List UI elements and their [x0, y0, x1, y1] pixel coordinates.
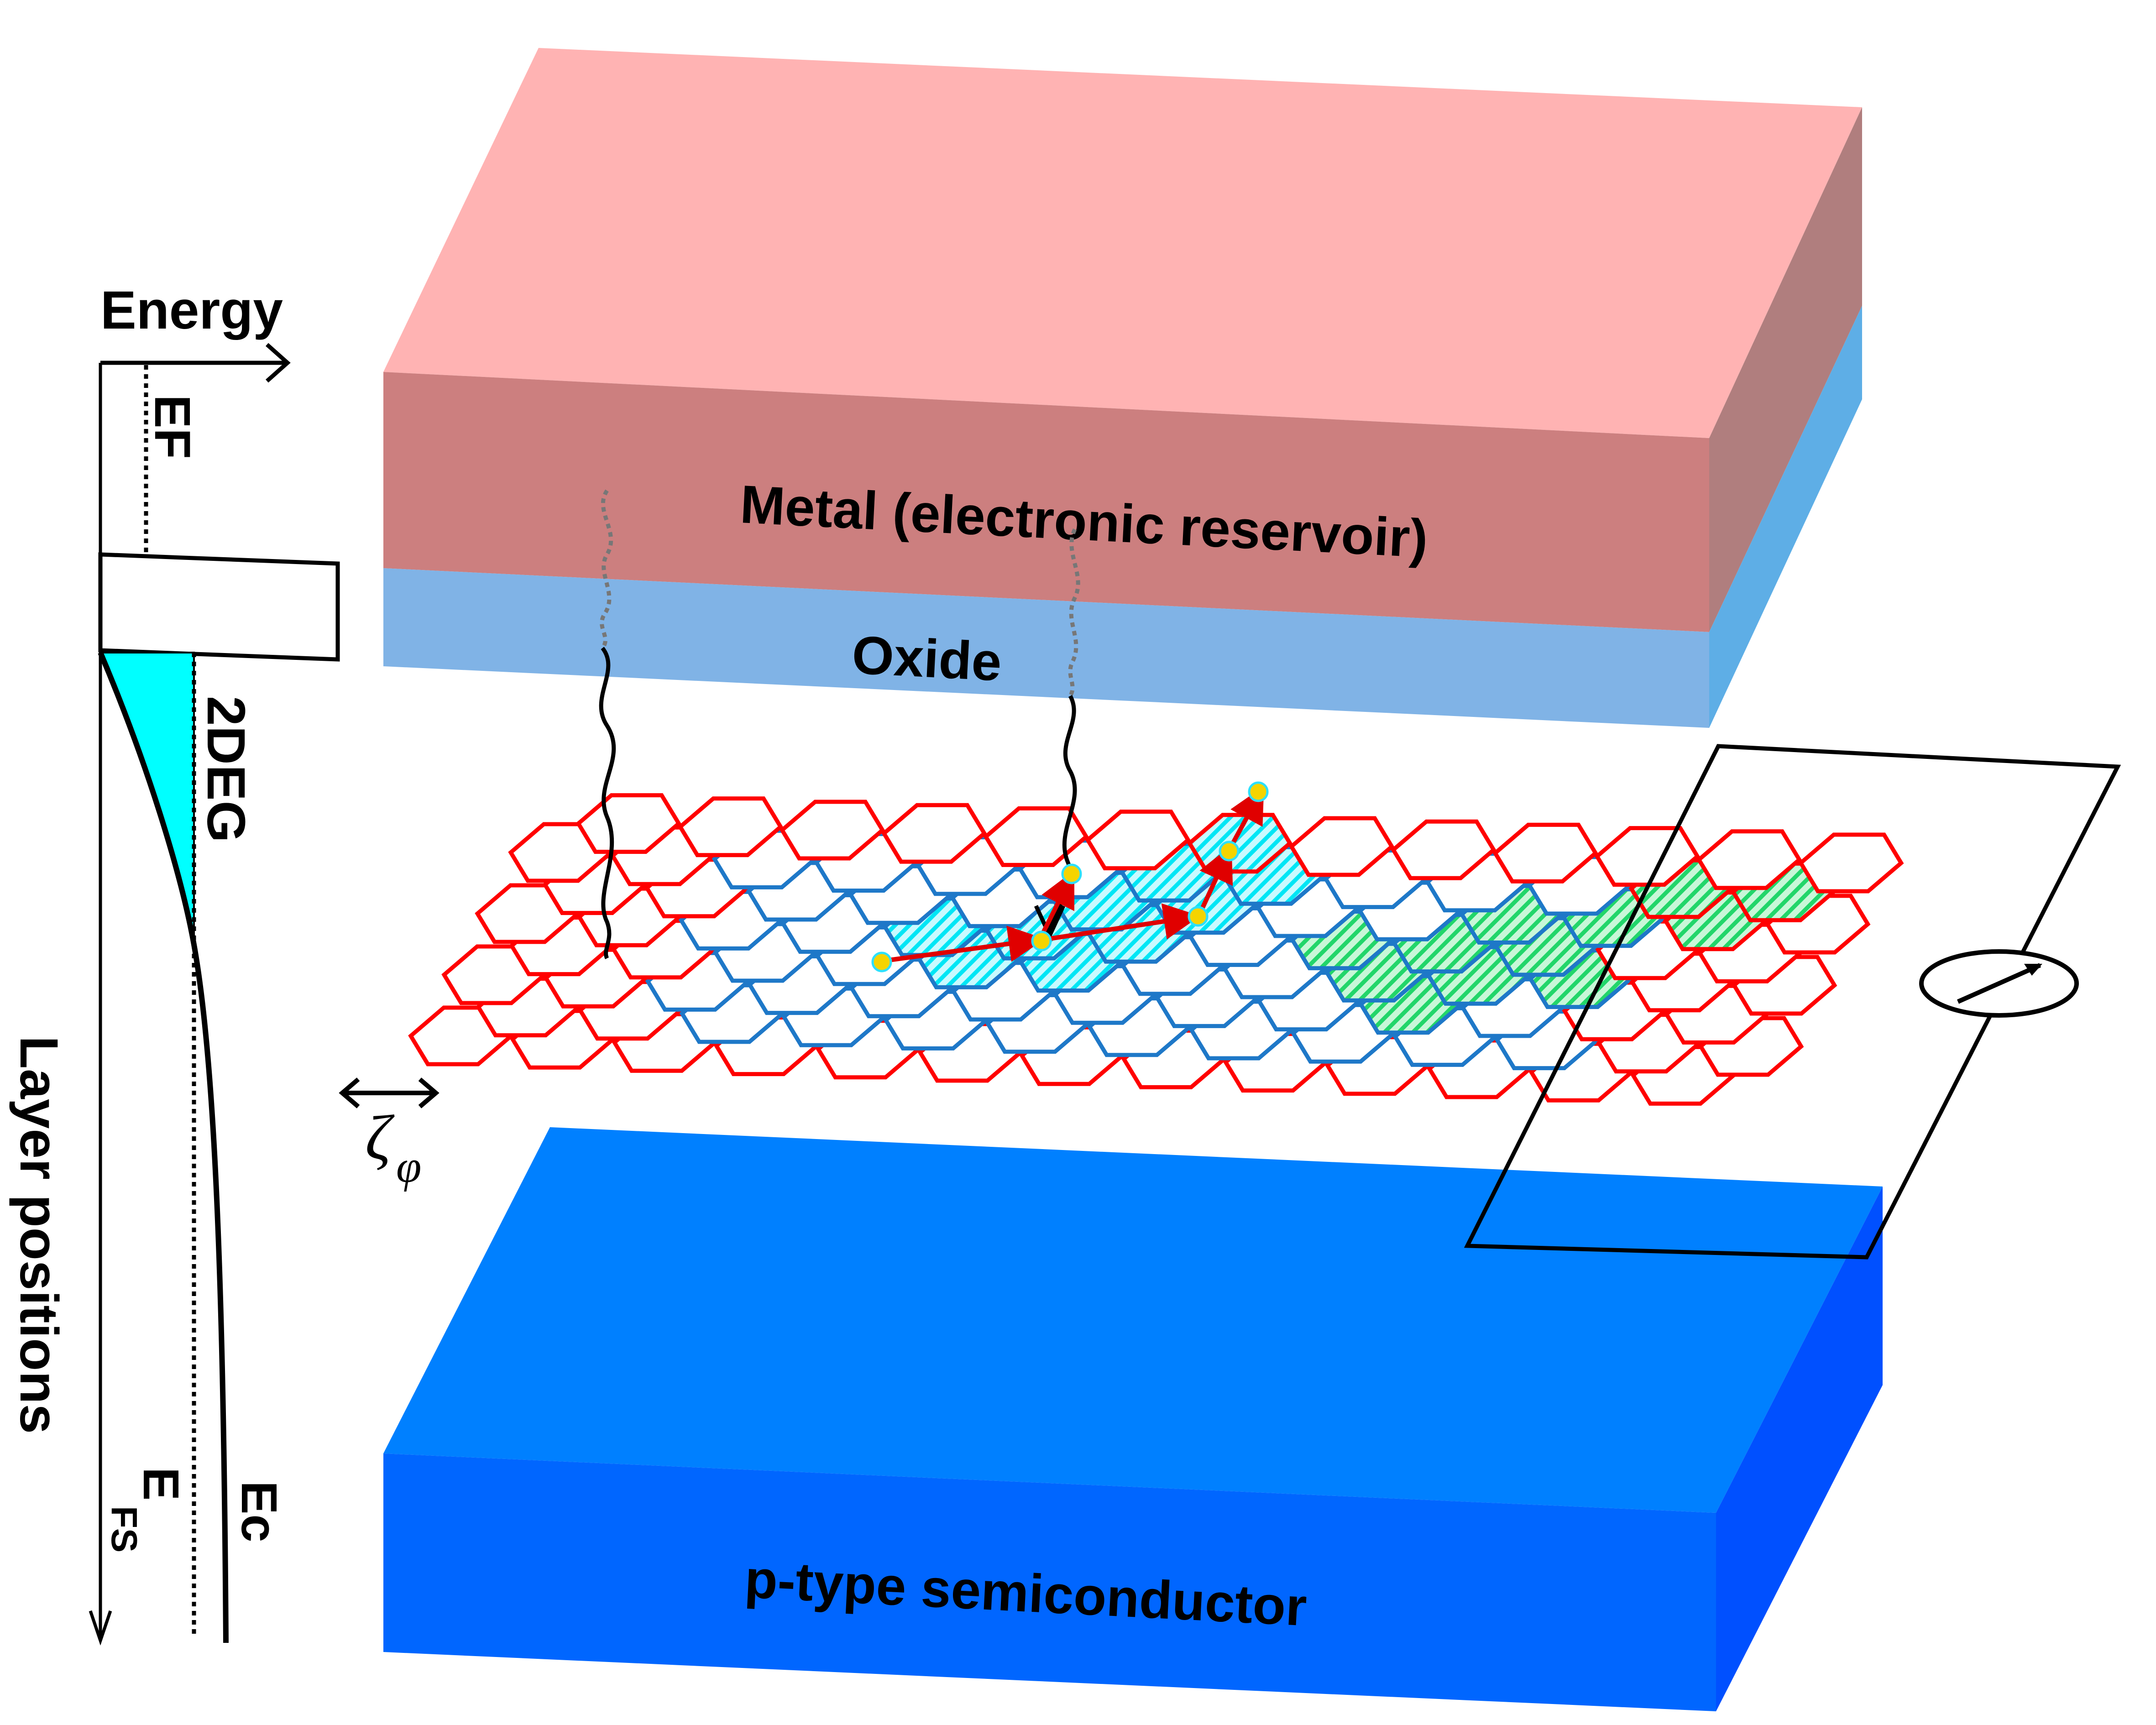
semi-side-face: [1716, 1187, 1883, 1711]
hop-arrow: [1230, 786, 1264, 846]
oxide-barrier: [98, 552, 340, 662]
hex-cell: [1288, 816, 1395, 877]
conduction-band-curve: [98, 651, 229, 1643]
hop-arrow: [1198, 845, 1233, 914]
hex-cell: [1696, 829, 1802, 890]
electron-dot: [1248, 781, 1269, 802]
circuit-loop: [1464, 744, 2121, 1260]
hop-arrow: [1040, 903, 1200, 942]
tunneling-path-left-dotted: [600, 489, 613, 649]
electron-dot: [1061, 863, 1082, 884]
semiconductor-block: p-type semiconductor: [383, 1127, 1883, 1711]
electron-dot: [871, 951, 892, 972]
layer-position-axis-arrowhead: [89, 1610, 112, 1646]
metal-oxide-stack: Metal (electronic reservoir) Oxide: [383, 48, 1862, 728]
oxide-side-face: [1709, 306, 1862, 728]
energy-axis-arrowhead: [266, 343, 291, 383]
ammeter-needle-tip-icon: [2024, 964, 2042, 976]
hex-cell: [1798, 832, 1904, 894]
electron-dot: [1031, 930, 1052, 951]
ec-label: Ec: [231, 1481, 287, 1542]
hop-arrow: [885, 925, 1045, 963]
hex-cell: [677, 796, 784, 857]
oxide-label: Oxide: [851, 625, 1003, 692]
electron-dot: [1219, 841, 1240, 862]
semi-front-face: [383, 1453, 1716, 1711]
efs-subscript: FS: [104, 1506, 145, 1552]
hex-cell: [1492, 822, 1598, 883]
energy-axis-label: Energy: [100, 280, 283, 340]
oxide-front-face: [383, 568, 1709, 728]
layer-positions-label: Layer positions: [9, 1036, 69, 1434]
spacing-arrowhead-left: [339, 1077, 360, 1108]
lattice-spacing-marker: ζ φ: [339, 1077, 440, 1192]
twodeg-label: 2DEG: [196, 696, 256, 842]
tunneling-path-right-dotted: [1068, 528, 1080, 697]
ammeter-needle-icon: [1957, 963, 2041, 1004]
metal-top-face: [383, 48, 1862, 438]
electron-dot: [1188, 906, 1209, 927]
hex-cell: [881, 803, 987, 864]
hex-cell: [1085, 810, 1191, 871]
band-diagram: Energy EF 2DEG Layer positions Ec E FS: [9, 280, 340, 1646]
ef-label: EF: [144, 395, 200, 459]
spacing-phi-subscript: φ: [396, 1141, 421, 1192]
hop-arrow: [1041, 870, 1074, 935]
spacing-arrowhead-right: [418, 1077, 440, 1108]
tunneling-path-left-solid: [599, 647, 616, 960]
measurement-circuit: [1464, 744, 2121, 1260]
hex-lattice: [408, 793, 1904, 1106]
efs-label: E: [133, 1467, 189, 1500]
spacing-zeta-label: ζ: [365, 1103, 395, 1173]
hex-cell: [779, 800, 885, 861]
twodeg-fill: [99, 652, 195, 941]
semi-top-face: [383, 1127, 1883, 1513]
hex-cell: [1391, 819, 1497, 880]
hex-cell: [983, 806, 1089, 867]
metal-side-face: [1709, 107, 1862, 632]
metal-front-face: [383, 372, 1709, 632]
electron-hops: [871, 781, 1269, 972]
